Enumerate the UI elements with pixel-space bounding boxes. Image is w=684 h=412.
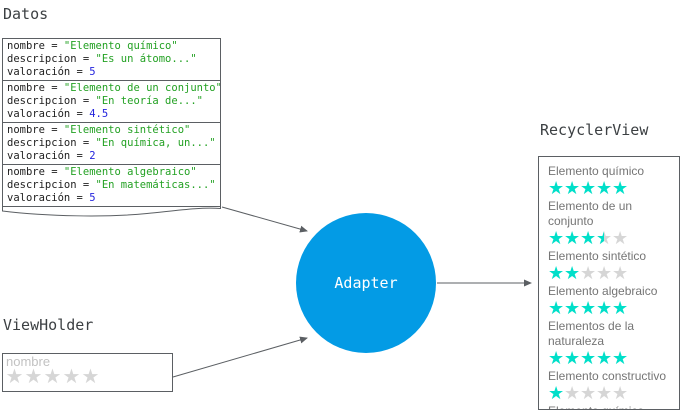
recycler-list-item: Elemento sintético ★★★★★ [548,249,675,283]
code-line-nombre: nombre = "Elemento algebraico" [7,166,197,178]
star-filled-icon: ★ [596,298,613,318]
recycler-item-rating: ★★★★★★ [548,228,675,248]
code-line-descripcion: descripcion = "En teoría de..." [7,95,203,108]
recycler-item-rating: ★★★★★ [548,178,675,198]
star-empty-icon: ★ [612,263,629,283]
code-line-descripcion: descripcion = "En matemáticas..." [7,179,216,192]
star-empty-icon: ★ [62,366,81,388]
recycler-item-rating: ★★★★★ [548,263,675,283]
datos-item: nombre = "Elemento de un conjunto"descri… [3,81,220,123]
datos-box-torn-edge [2,203,221,217]
recycler-item-label: Elementos de la naturaleza [548,319,635,348]
recycler-item-label: Elemento de un conjunto [548,199,633,228]
star-filled-icon: ★ [548,228,565,248]
code-line-valoracion: valoración = 2 [7,150,96,163]
datos-item: nombre = "Elemento químico"descripcion =… [3,39,220,81]
recycler-item-label: Elemento sintético [548,249,647,263]
star-filled-icon: ★ [548,298,565,318]
star-filled-icon: ★ [580,298,597,318]
code-line-valoracion: valoración = 4.5 [7,108,109,121]
star-filled-icon: ★ [612,348,629,368]
star-filled-icon: ★ [596,178,613,198]
star-filled-icon: ★ [612,178,629,198]
code-line-descripcion: descripcion = "Es un átomo..." [7,53,197,66]
recyclerview-box: Elemento químico ★★★★★ Elemento de un co… [538,156,680,410]
star-empty-icon: ★ [43,366,62,388]
viewholder-box: nombre ★★★★★ [2,353,173,392]
star-empty-icon: ★ [580,383,597,403]
datos-item: nombre = "Elemento sintético"descripcion… [3,123,220,165]
recycler-item-label: Elemento algebraico [548,284,658,298]
viewholder-rating: ★★★★★ [5,366,172,388]
star-filled-icon: ★ [548,383,565,403]
star-filled-icon: ★ [564,263,581,283]
code-line-descripcion: descripcion = "En química, un..." [7,137,216,150]
recycler-item-rating: ★★★★★ [548,298,675,318]
adapter-circle: Adapter [296,213,436,353]
recycler-list-item: Elemento algebraico ★★★★★ [548,284,675,318]
recyclerview-title: RecyclerView [540,121,649,139]
star-filled-icon: ★ [564,298,581,318]
code-line-valoracion: valoración = 5 [7,192,96,205]
recycler-list-item: Elemento de un conjunto ★★★★★★ [548,199,675,248]
star-empty-icon: ★ [564,383,581,403]
star-filled-icon: ★ [548,178,565,198]
recycler-list-item: Elemento químico ★★★★★ [548,404,675,409]
star-filled-icon: ★ [564,178,581,198]
star-filled-icon: ★ [548,263,565,283]
recycler-item-label: Elemento constructivo [548,369,667,383]
star-filled-icon: ★ [564,228,581,248]
star-filled-icon: ★ [612,298,629,318]
recycler-item-label: Elemento químico [548,164,645,178]
star-empty-icon: ★ [580,263,597,283]
arrow-datos-to-adapter [221,206,308,233]
star-filled-icon: ★ [580,348,597,368]
datos-item: nombre = "Elemento algebraico"descripcio… [3,165,220,207]
star-empty-icon: ★ [596,263,613,283]
star-empty-icon: ★ [612,383,629,403]
star-filled-icon: ★ [548,348,565,368]
adapter-label: Adapter [334,274,398,292]
star-empty-icon: ★ [5,366,24,388]
star-empty-icon: ★ [596,383,613,403]
star-half-icon: ★★ [596,228,613,248]
recycler-list-item: Elemento químico ★★★★★ [548,164,675,198]
star-filled-icon: ★ [564,348,581,368]
star-empty-icon: ★ [612,228,629,248]
recycler-item-label: Elemento químico [548,404,675,409]
star-empty-icon: ★ [81,366,100,388]
datos-rows: nombre = "Elemento químico"descripcion =… [3,39,220,207]
star-filled-icon: ★ [596,348,613,368]
code-line-nombre: nombre = "Elemento de un conjunto" [7,82,220,94]
star-empty-icon: ★ [24,366,43,388]
viewholder-name-placeholder: nombre [6,354,51,369]
datos-title: Datos [3,5,49,23]
recycler-list-item: Elementos de la naturaleza ★★★★★ [548,319,675,368]
code-line-nombre: nombre = "Elemento sintético" [7,124,191,136]
recycler-item-rating: ★★★★★ [548,383,675,403]
recycler-list: Elemento químico ★★★★★ Elemento de un co… [548,164,675,409]
star-filled-icon: ★ [580,228,597,248]
code-line-nombre: nombre = "Elemento químico" [7,40,178,52]
code-line-valoracion: valoración = 5 [7,66,96,79]
star-filled-icon: ★ [580,178,597,198]
viewholder-title: ViewHolder [3,316,94,334]
recycler-list-item: Elemento constructivo ★★★★★ [548,369,675,403]
recycler-item-rating: ★★★★★ [548,348,675,368]
arrow-viewholder-to-adapter [172,336,308,378]
datos-box: nombre = "Elemento químico"descripcion =… [2,38,221,207]
